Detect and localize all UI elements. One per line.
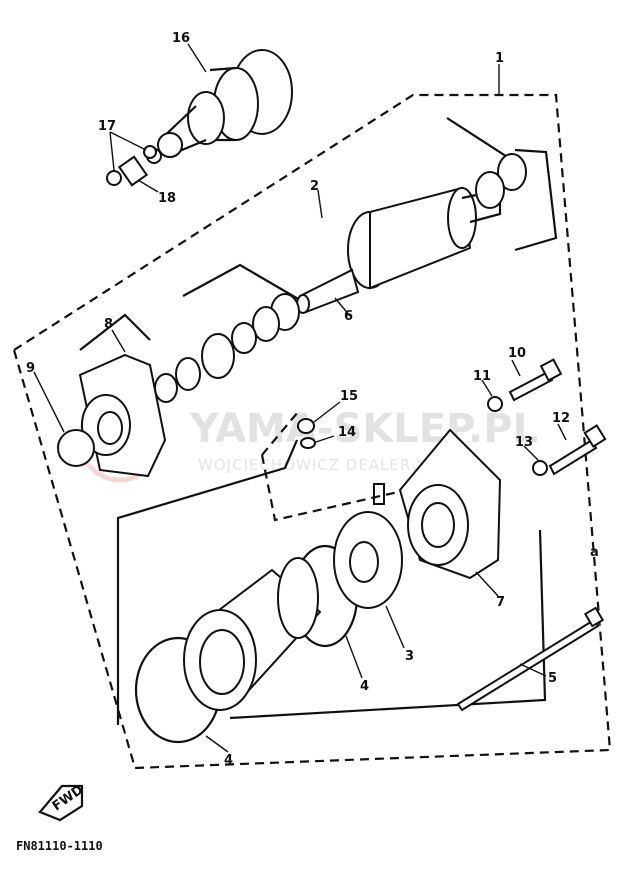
washer-part-13 bbox=[532, 460, 548, 476]
callout-15: 15 bbox=[340, 389, 358, 404]
callout-5: 5 bbox=[548, 671, 557, 686]
callout-12: 12 bbox=[552, 411, 570, 426]
washer-part-14 bbox=[300, 437, 316, 449]
callouts: 1 2 3 4 4 5 6 7 8 9 10 11 12 13 14 15 16… bbox=[26, 31, 599, 768]
callout-18: 18 bbox=[158, 191, 176, 206]
callout-17: 17 bbox=[98, 119, 116, 134]
motor-group-outline bbox=[116, 439, 547, 725]
brush-plate-part-3 bbox=[333, 483, 403, 609]
watermark: YAMA-SKLEP.PL WOJCIECHOWICZ DEALER YAMAH… bbox=[77, 397, 538, 483]
leader-lines bbox=[33, 43, 567, 753]
fwd-arrow: FWD bbox=[38, 782, 86, 822]
callout-16: 16 bbox=[172, 31, 190, 46]
armature-part-6 bbox=[296, 186, 502, 314]
bolt-part-12 bbox=[548, 424, 607, 476]
armature-group-outline bbox=[79, 117, 558, 351]
callout-11: 11 bbox=[473, 369, 491, 384]
starter-clutch-part-16 bbox=[146, 49, 293, 164]
figure-code: FN81110-1110 bbox=[16, 839, 103, 853]
shims-washers bbox=[154, 153, 527, 403]
yoke-housing bbox=[183, 557, 322, 711]
front-cover-part-7 bbox=[398, 428, 502, 580]
terminal-group-boundary bbox=[260, 411, 399, 522]
watermark-title: YAMA-SKLEP.PL bbox=[189, 406, 538, 452]
rear-cover-part-8 bbox=[78, 353, 167, 478]
callout-6: 6 bbox=[344, 309, 353, 324]
callout-4b: 4 bbox=[224, 753, 233, 768]
callout-9: 9 bbox=[26, 361, 35, 376]
spring-washers-part-17-18 bbox=[106, 131, 157, 187]
bolt-part-10 bbox=[508, 358, 563, 402]
callout-4a: 4 bbox=[360, 679, 369, 694]
callout-14: 14 bbox=[338, 425, 356, 440]
callout-2: 2 bbox=[310, 179, 319, 194]
o-ring-part-9 bbox=[57, 429, 95, 467]
callout-1: 1 bbox=[495, 51, 504, 66]
washer-part-11 bbox=[487, 396, 503, 412]
long-bolt-part-5 bbox=[456, 606, 605, 712]
callout-8: 8 bbox=[104, 317, 113, 332]
callout-13: 13 bbox=[515, 435, 533, 450]
callout-7: 7 bbox=[496, 595, 505, 610]
watermark-subtitle: WOJCIECHOWICZ DEALER YAMAHA bbox=[198, 456, 486, 474]
callout-extra-mark: a bbox=[590, 545, 599, 560]
callout-3: 3 bbox=[405, 649, 414, 664]
assembly-boundary bbox=[12, 93, 612, 770]
callout-10: 10 bbox=[508, 346, 526, 361]
nut-part-15 bbox=[297, 418, 315, 434]
